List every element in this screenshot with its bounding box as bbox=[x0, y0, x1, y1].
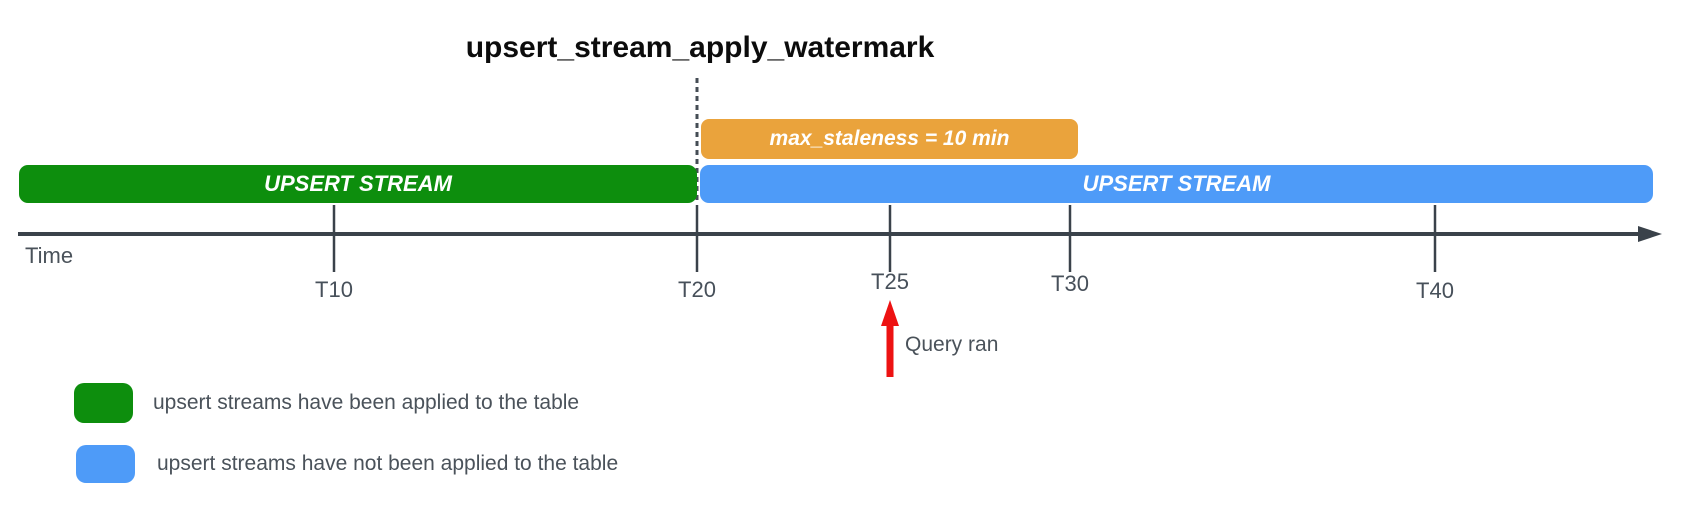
legend-label-applied: upsert streams have been applied to the … bbox=[153, 391, 580, 414]
time-axis-label: Time bbox=[25, 243, 74, 268]
tick-label-t40: T40 bbox=[1416, 278, 1454, 303]
max-staleness-bar: max_staleness = 10 min bbox=[701, 119, 1078, 159]
legend-swatch-applied bbox=[74, 383, 133, 423]
tick-label-t20: T20 bbox=[678, 277, 716, 302]
legend-label-not-applied: upsert streams have not been applied to … bbox=[157, 452, 619, 475]
upsert-stream-applied-bar: UPSERT STREAM bbox=[19, 165, 697, 203]
legend-swatch-not-applied bbox=[76, 445, 135, 483]
max-staleness-bar-label: max_staleness = 10 min bbox=[769, 127, 1010, 150]
upsert-stream-not-applied-bar-label: UPSERT STREAM bbox=[1082, 171, 1271, 196]
tick-label-t30: T30 bbox=[1051, 271, 1089, 296]
tick-label-t10: T10 bbox=[315, 277, 353, 302]
upsert-stream-applied-bar-label: UPSERT STREAM bbox=[264, 171, 452, 196]
time-axis-arrowhead-icon bbox=[1638, 226, 1662, 242]
query-arrow-head-icon bbox=[881, 300, 899, 326]
tick-label-t25: T25 bbox=[871, 269, 909, 294]
diagram-title: upsert_stream_apply_watermark bbox=[465, 31, 935, 64]
upsert-stream-not-applied-bar: UPSERT STREAM bbox=[700, 165, 1653, 203]
query-ran-label: Query ran bbox=[905, 333, 999, 356]
